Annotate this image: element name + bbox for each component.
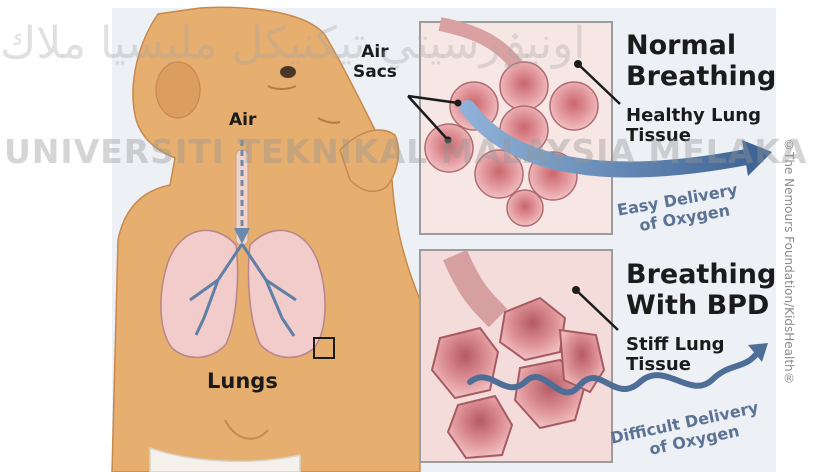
watermark-arabic: اونيۏرسيتي تيكنيكل مليسيا ملاك — [0, 18, 833, 69]
air-label: Air — [229, 112, 256, 129]
copyright-credit: ©The Nemours Foundation/KidsHealth® — [782, 138, 796, 386]
healthy-tissue-line1: Healthy Lung — [626, 106, 761, 126]
watermark-latin: UNIVERSITI TEKNIKAL MALAYSIA MELAKA — [4, 132, 829, 171]
lungs-label: Lungs — [207, 371, 278, 392]
bpd-breathing-title: Breathing With BPD — [626, 259, 776, 321]
stiff-tissue-line2: Tissue — [626, 355, 725, 375]
stiff-tissue-label: Stiff Lung Tissue — [626, 335, 725, 375]
bpd-alveoli-panel — [420, 250, 612, 462]
bpd-title-line2: With BPD — [626, 290, 776, 321]
stiff-tissue-line1: Stiff Lung — [626, 335, 725, 355]
bpd-title-line1: Breathing — [626, 259, 776, 290]
